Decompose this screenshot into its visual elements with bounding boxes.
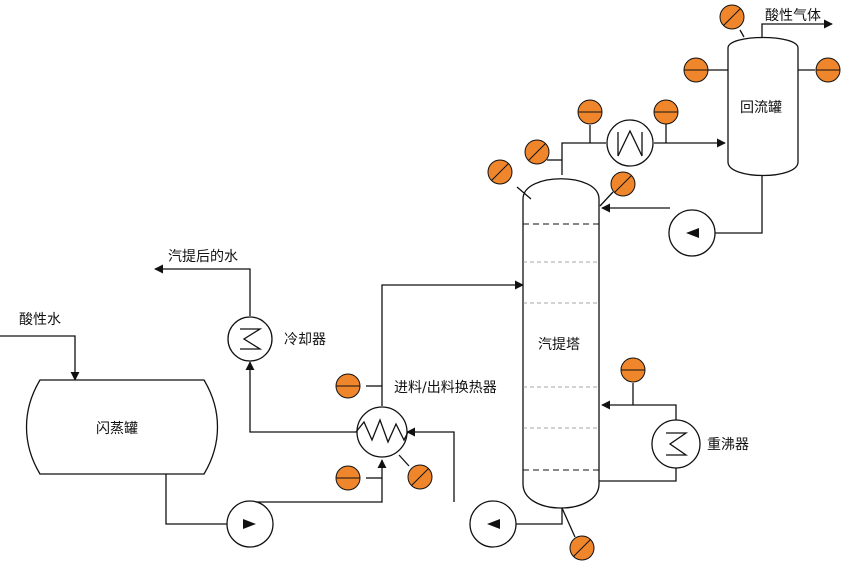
instrument-icon bbox=[487, 159, 513, 185]
heat-exchanger-icon bbox=[240, 328, 263, 350]
stripped-water-label: 汽提后的水 bbox=[168, 249, 238, 265]
reflux-pump bbox=[668, 209, 716, 257]
flash-tank-vessel bbox=[25, 379, 219, 475]
reboiler-label: 重沸器 bbox=[707, 437, 749, 453]
overhead-vapour-line bbox=[561, 142, 606, 175]
instrument-icon bbox=[653, 99, 679, 125]
acid-gas-outlet-line bbox=[761, 19, 833, 38]
instruments bbox=[335, 4, 841, 561]
instrument-icon bbox=[620, 357, 646, 383]
instrument-icon bbox=[683, 57, 709, 83]
reflux-drum-vessel bbox=[727, 36, 799, 177]
condenser bbox=[606, 119, 654, 167]
reboiler-return-line bbox=[601, 400, 677, 420]
condenser-icon bbox=[617, 129, 643, 157]
pump-icon bbox=[686, 228, 699, 238]
instrument-icon bbox=[610, 171, 636, 197]
cooler bbox=[227, 316, 273, 362]
pump-icon bbox=[487, 519, 500, 529]
bottoms-pump bbox=[469, 500, 517, 548]
heat-exchanger-icon bbox=[355, 418, 409, 444]
instrument-icon bbox=[407, 464, 433, 490]
instrument-icon bbox=[335, 373, 361, 399]
heat-exchanger-icon bbox=[666, 432, 689, 456]
feed-pump bbox=[226, 500, 274, 548]
instrument-icon bbox=[719, 4, 745, 30]
feed-exchanger bbox=[355, 406, 409, 458]
acid-gas-label: 酸性气体 bbox=[765, 8, 821, 24]
stripped-water-outlet-line bbox=[154, 264, 251, 316]
feed-to-stripper-line bbox=[381, 280, 524, 406]
flash-tank-outlet-line bbox=[165, 474, 228, 525]
acid-water-inlet-line bbox=[0, 335, 80, 381]
instrument-icon bbox=[577, 99, 603, 125]
instrument-icon bbox=[815, 57, 841, 83]
stripper-bottom-line bbox=[516, 508, 563, 525]
exchanger-to-cooler-line bbox=[245, 361, 358, 433]
cooler-label: 冷却器 bbox=[284, 332, 326, 348]
feed-exchanger-label: 进料/出料换热器 bbox=[394, 379, 497, 396]
flash-tank-label: 闪蒸罐 bbox=[96, 421, 138, 437]
stripper-tower bbox=[522, 178, 600, 509]
bottoms-return-line bbox=[406, 427, 455, 502]
pump-icon bbox=[243, 519, 256, 529]
reboiler-inlet-line bbox=[599, 468, 677, 482]
pump1-discharge-line bbox=[250, 459, 387, 503]
reboiler bbox=[651, 419, 701, 469]
reflux-drum-label: 回流罐 bbox=[740, 100, 782, 116]
stripper-label: 汽提塔 bbox=[538, 337, 580, 353]
instrument-icon bbox=[569, 535, 595, 561]
instrument-icon bbox=[524, 139, 550, 165]
instrument-icon bbox=[335, 465, 361, 491]
acid-water-label: 酸性水 bbox=[19, 312, 61, 328]
